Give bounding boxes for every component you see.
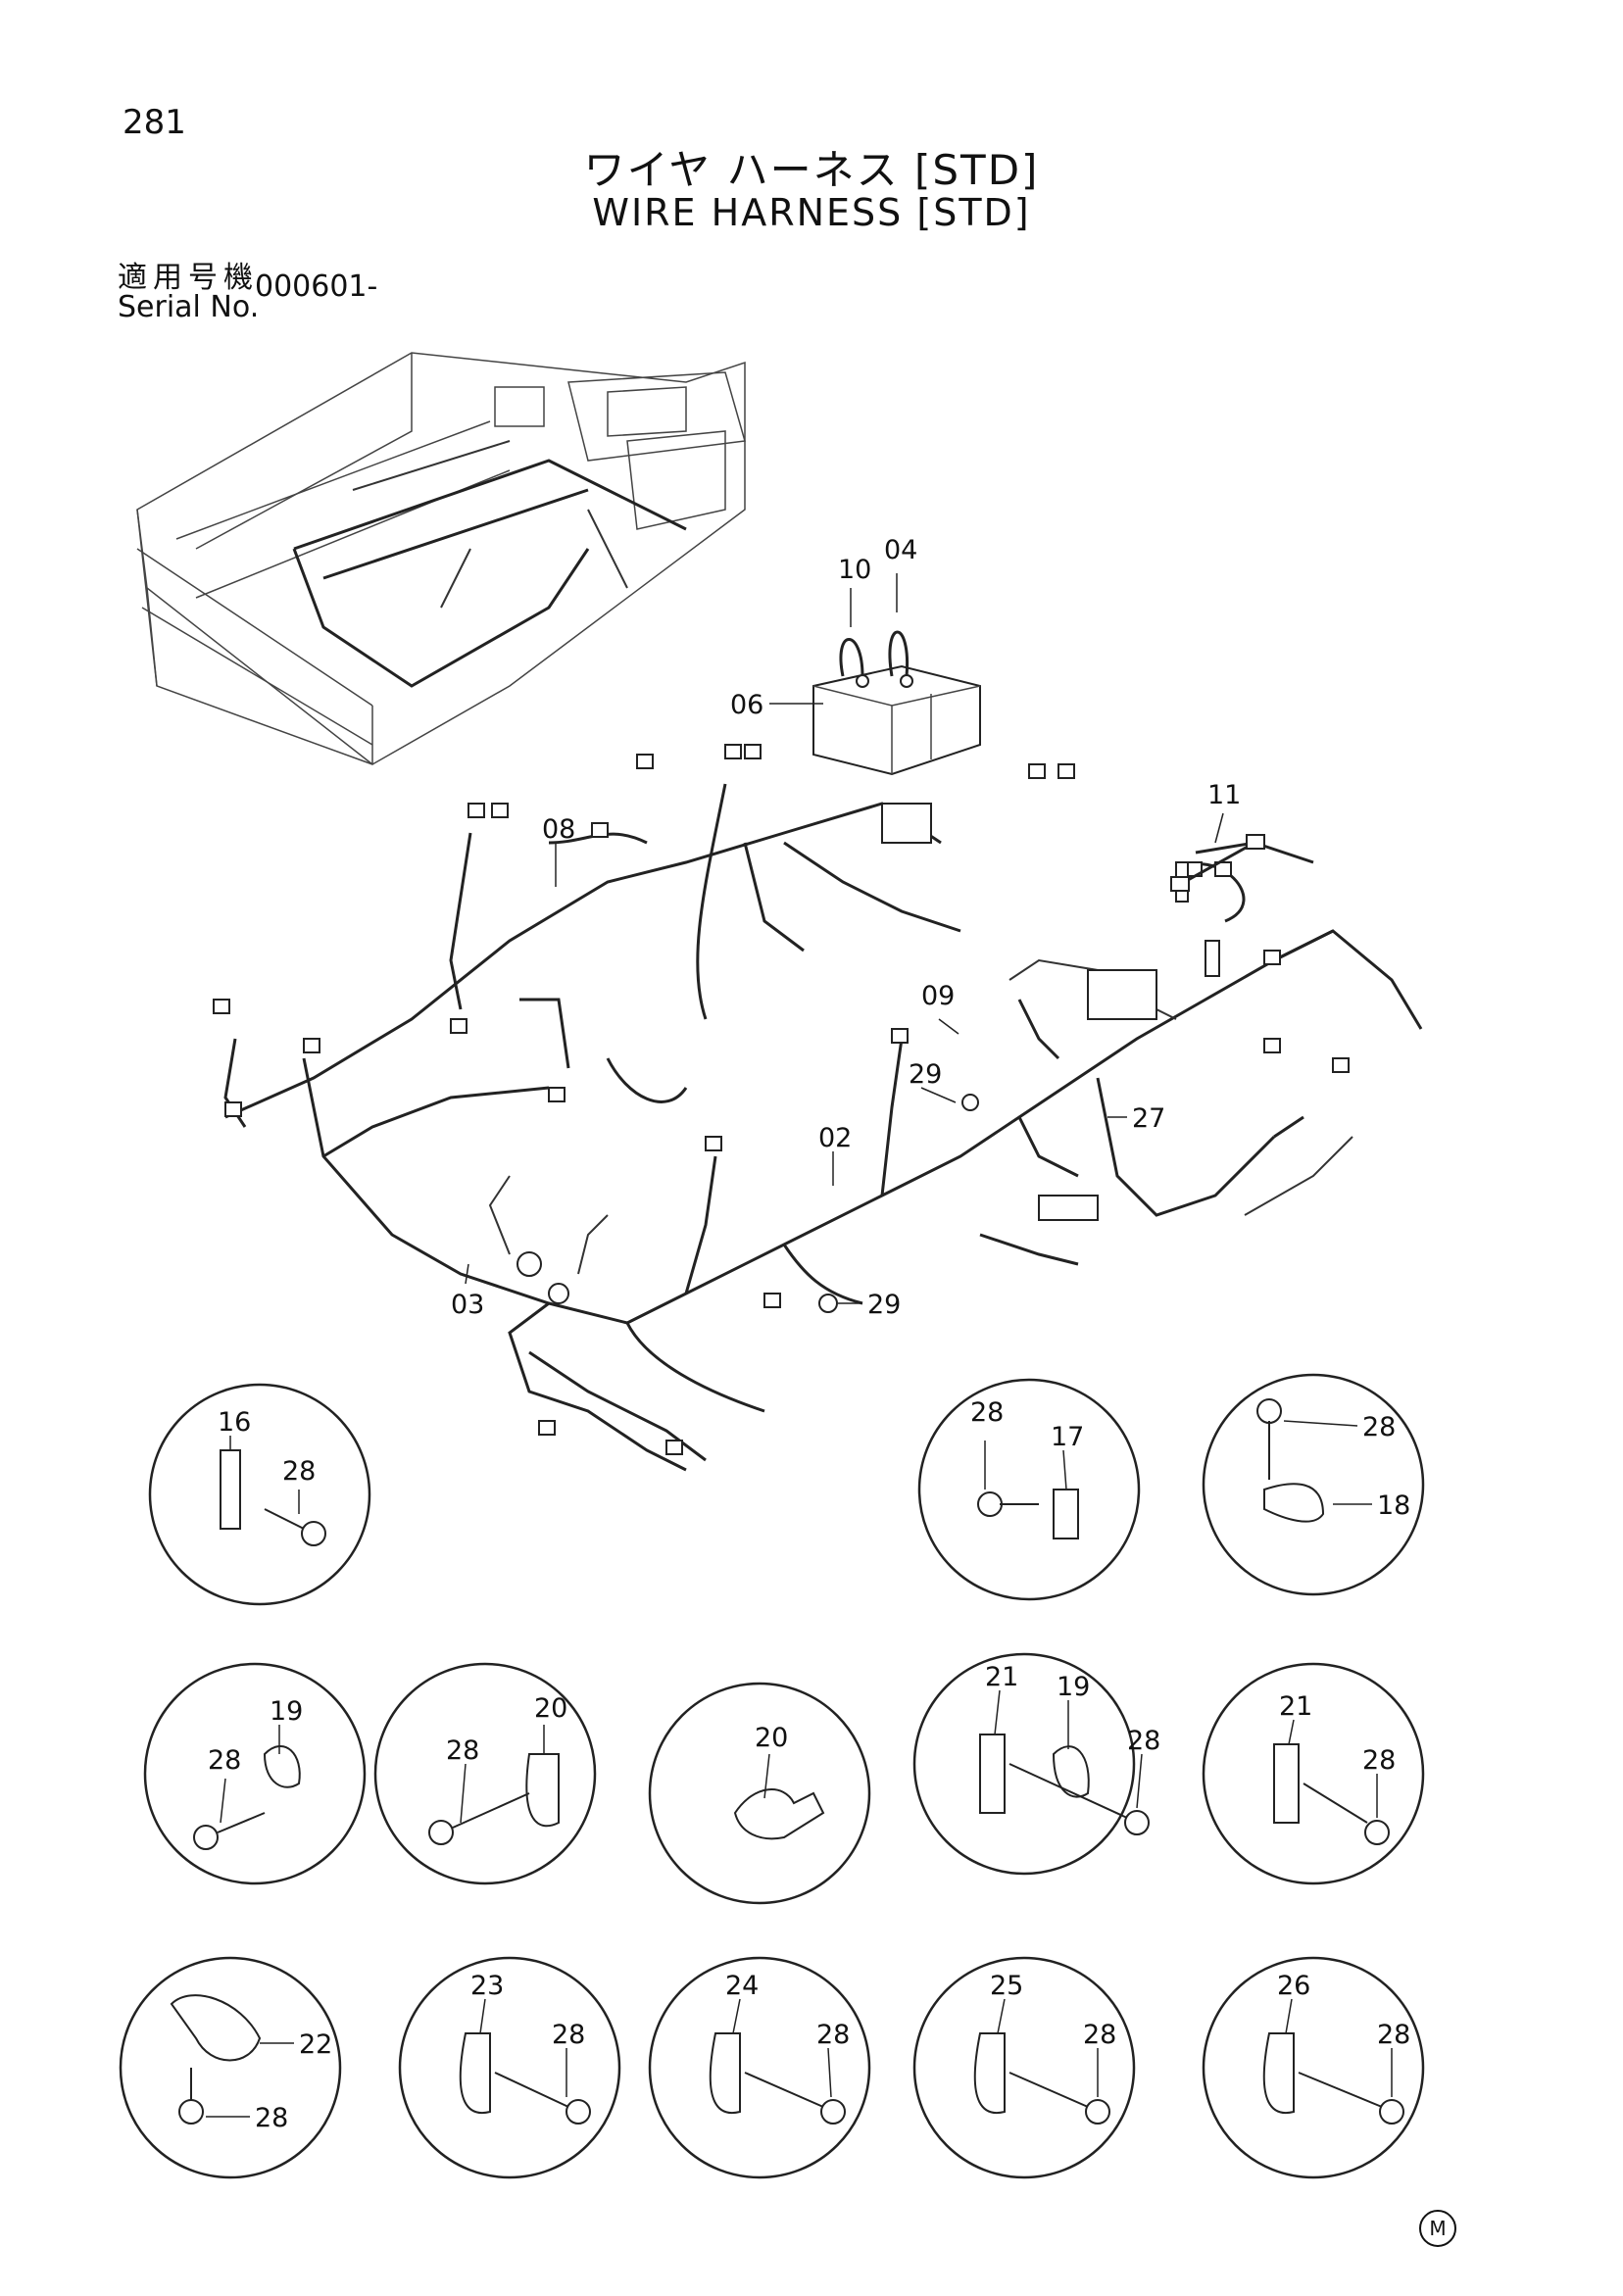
detail-28-17: 28 17 [917,1378,1141,1601]
connectors [213,744,1350,1455]
callout-02: 02 [818,1123,852,1153]
sub-harness-11 [1170,834,1265,892]
svg-text:21: 21 [1279,1691,1312,1722]
svg-text:17: 17 [1051,1422,1084,1452]
callout-04: 04 [884,535,917,565]
callout-27: 27 [1132,1103,1165,1134]
svg-text:28: 28 [1362,1745,1396,1776]
detail-26-28: 26 28 [1202,1956,1425,2179]
svg-text:16: 16 [218,1407,251,1438]
callout-29-lower: 29 [867,1290,901,1320]
callout-10: 10 [838,555,871,585]
detail-19-28: 19 28 [143,1662,367,1885]
detail-28-18: 28 18 [1202,1373,1425,1596]
page-title-japanese: ワイヤ ハーネス [STD] [583,146,1040,194]
svg-text:21: 21 [985,1662,1018,1692]
callout-11: 11 [1207,780,1241,810]
svg-text:28: 28 [255,2103,288,2133]
svg-text:28: 28 [970,1397,1004,1428]
detail-24-28: 24 28 [648,1956,871,2179]
svg-text:24: 24 [725,1971,759,2001]
manufacturer-mark: M [1419,2210,1456,2247]
callout-leaders [465,573,1224,1304]
svg-text:28: 28 [1362,1412,1396,1442]
callout-03: 03 [451,1290,484,1320]
svg-text:28: 28 [1083,2020,1116,2050]
callout-06: 06 [730,690,763,720]
detail-20-28: 20 28 [373,1662,597,1885]
svg-text:23: 23 [470,1971,504,2001]
detail-21-19-28: 21 19 28 [912,1652,1160,1876]
detail-22-28: 22 28 [119,1956,342,2179]
serial-label-english: Serial No. [118,290,260,324]
svg-text:28: 28 [1377,2020,1410,2050]
callout-09: 09 [921,981,955,1011]
svg-text:28: 28 [446,1735,479,1766]
serial-number-value: 000601- [255,269,378,304]
detail-20: 20 [648,1682,871,1905]
svg-text:19: 19 [1057,1672,1090,1702]
machine-outline [136,352,746,765]
svg-text:28: 28 [1127,1726,1160,1756]
svg-text:22: 22 [299,2029,332,2060]
serial-label-japanese: 適用号機 [118,261,259,295]
svg-text:28: 28 [208,1745,241,1776]
svg-text:28: 28 [552,2020,585,2050]
callout-08: 08 [542,814,575,845]
detail-21-28: 21 28 [1202,1662,1425,1885]
svg-text:19: 19 [270,1696,303,1727]
svg-text:26: 26 [1277,1971,1310,2001]
detail-25-28: 25 28 [912,1956,1136,2179]
detail-23-28: 23 28 [398,1956,621,2179]
main-harness [223,783,1423,1472]
svg-text:18: 18 [1377,1490,1410,1521]
svg-text:25: 25 [990,1971,1023,2001]
battery [812,630,981,776]
svg-text:28: 28 [816,2020,850,2050]
detail-16-28: 16 28 [148,1383,371,1606]
page-number: 281 [123,103,186,142]
svg-text:20: 20 [534,1693,567,1724]
page-title-english: WIRE HARNESS [STD] [592,191,1031,234]
callout-29-upper: 29 [909,1059,942,1090]
svg-text:20: 20 [755,1723,788,1753]
svg-text:28: 28 [282,1456,316,1487]
